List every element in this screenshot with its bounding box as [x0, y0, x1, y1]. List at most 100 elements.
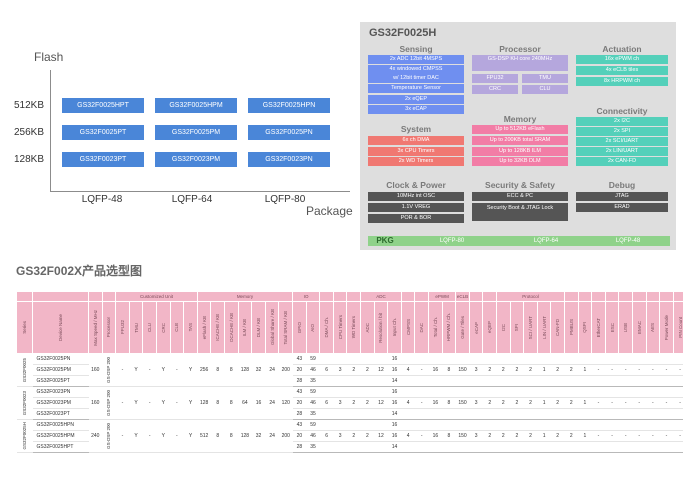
table-cell: 3 — [469, 430, 483, 442]
table-cell: 2 — [482, 364, 497, 376]
table-cell — [605, 353, 619, 365]
table-cell: 59 — [306, 353, 320, 365]
column-header: CLU — [142, 301, 157, 354]
table-cell: 1 — [578, 430, 592, 442]
table-cell: - — [659, 397, 674, 409]
table-cell: 24 — [265, 386, 279, 420]
part-gs32f0023pt[interactable]: GS32F0023PT — [62, 152, 144, 167]
column-header: CAN-FD — [550, 301, 565, 354]
security-title: Security & Safety — [485, 180, 555, 190]
table-cell: 4 — [401, 397, 415, 409]
table-cell: - — [673, 430, 683, 442]
table-cell: 8 — [224, 386, 239, 420]
table-cell: 46 — [306, 430, 320, 442]
column-header: I2C — [496, 301, 511, 354]
connectivity-i2c: 2x I2C — [576, 117, 668, 126]
table-cell — [346, 353, 361, 365]
table-cell: 16 — [428, 397, 443, 409]
part-gs32f0025pn[interactable]: GS32F0025PN — [248, 125, 330, 140]
group-header-empty — [319, 291, 334, 302]
processor-core: GS-DSP KH core 240MHz — [472, 55, 568, 71]
table-cell — [414, 386, 429, 398]
table-cell — [564, 353, 579, 365]
part-gs32f0025pm[interactable]: GS32F0025PM — [155, 125, 237, 140]
column-header: PIN Count — [672, 301, 683, 354]
table-row[interactable]: GS32F0023PT28351448 — [17, 408, 683, 420]
table-row[interactable]: GS32F0025PT28351448 — [17, 375, 683, 387]
table-cell: 8 — [224, 353, 239, 387]
table-cell: - — [618, 364, 633, 376]
y-axis-line — [50, 70, 51, 192]
column-header: SCI / UART — [523, 301, 538, 354]
table-cell — [659, 408, 674, 420]
table-row[interactable]: GS32F0025HPT28351448 — [17, 441, 683, 453]
part-gs32f0025hpt[interactable]: GS32F0025HPT — [62, 98, 144, 113]
debug-jtag: JTAG — [576, 192, 668, 201]
table-cell — [537, 386, 551, 398]
part-gs32f0025pt[interactable]: GS32F0025PT — [62, 125, 144, 140]
table-cell — [632, 375, 647, 387]
table-cell: - — [632, 430, 647, 442]
table-cell — [659, 419, 674, 431]
table-cell — [550, 441, 565, 453]
table-cell: 16 — [428, 364, 443, 376]
table-cell — [605, 419, 619, 431]
column-header: ILM / KB — [237, 301, 253, 354]
table-cell: GS32F0025HPT — [32, 441, 89, 453]
column-header: AIO — [305, 301, 321, 354]
table-cell: 1 — [537, 364, 551, 376]
table-cell: 59 — [306, 419, 320, 431]
table-cell: GS32F0025HPN — [32, 419, 89, 431]
table-cell — [360, 441, 375, 453]
memory-dlm: Up to 32KB DLM — [472, 157, 568, 166]
connectivity-title: Connectivity — [596, 106, 648, 116]
column-header: PMBUS — [564, 301, 579, 354]
connectivity-can-fd: 2x CAN-FD — [576, 157, 668, 166]
table-cell — [510, 419, 524, 431]
part-gs32f0023pm[interactable]: GS32F0023PM — [155, 152, 237, 167]
part-gs32f0025hpn[interactable]: GS32F0025HPN — [248, 98, 330, 113]
part-gs32f0023pn[interactable]: GS32F0023PN — [248, 152, 330, 167]
table-cell — [360, 375, 375, 387]
table-cell — [442, 408, 456, 420]
part-gs32f0025hpm[interactable]: GS32F0025HPM — [155, 98, 237, 113]
table-cell: 12 — [374, 397, 388, 409]
table-cell — [401, 441, 415, 453]
memory-ilm: Up to 128KB ILM — [472, 147, 568, 156]
actuation-eclb: 4x eCLB tiles — [576, 66, 668, 75]
group-header-empty — [604, 291, 620, 302]
sensing-title: Sensing — [399, 44, 433, 54]
table-cell: - — [115, 353, 130, 387]
table-cell: - — [170, 386, 184, 420]
table-cell: 160 — [88, 353, 103, 387]
processor-clu: CLU — [522, 85, 568, 94]
table-cell: GS-DSP 200 — [102, 419, 116, 453]
table-cell: - — [646, 364, 660, 376]
table-cell: 128 — [197, 386, 211, 420]
table-cell: 8 — [442, 430, 456, 442]
column-header: Total / Ch. — [428, 301, 443, 354]
table-cell — [618, 408, 633, 420]
table-cell — [414, 441, 429, 453]
group-header-empty — [346, 291, 362, 302]
table-cell: 20 — [292, 397, 307, 409]
table-cell: 6 — [319, 364, 334, 376]
table-cell: 150 — [455, 397, 470, 409]
table-cell — [319, 408, 334, 420]
system-title: System — [400, 124, 432, 134]
table-cell — [550, 386, 565, 398]
table-cell — [659, 386, 674, 398]
group-header-empty — [414, 291, 430, 302]
actuation-title: Actuation — [602, 44, 642, 54]
sensing-cmpss: 4x windowed CMPSS — [368, 65, 464, 74]
table-cell — [469, 441, 483, 453]
table-cell — [442, 419, 456, 431]
processor-crc: CRC — [472, 85, 518, 94]
